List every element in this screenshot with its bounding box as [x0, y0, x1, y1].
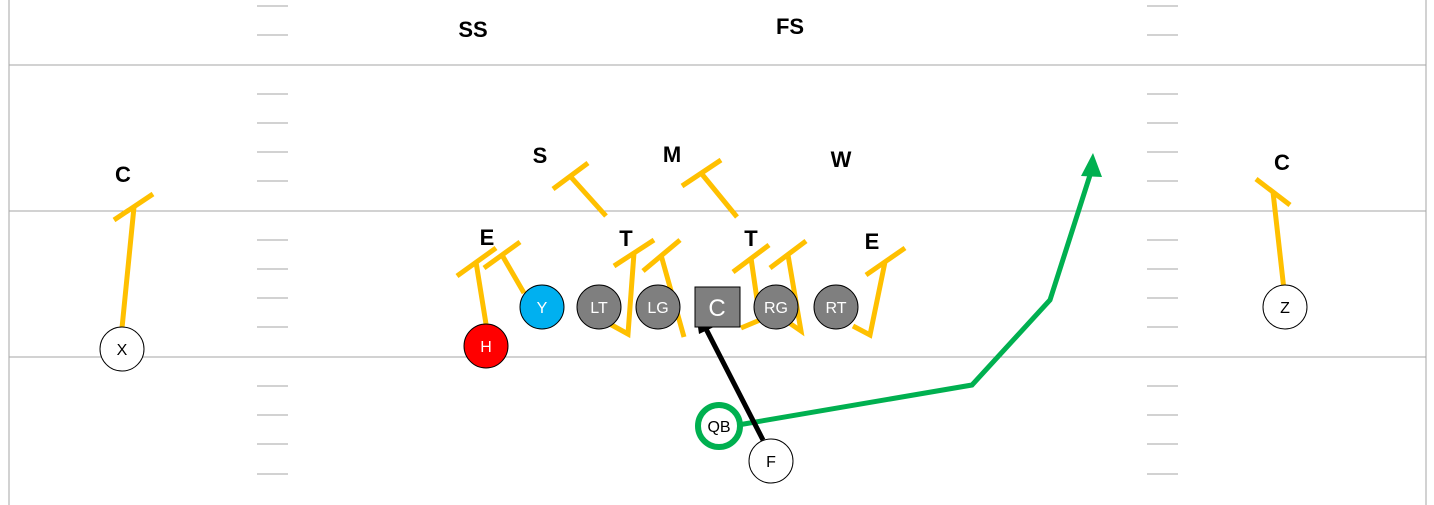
- player-left-tackle: LT: [576, 284, 622, 330]
- player-x-label: X: [117, 342, 128, 359]
- player-y: Y: [519, 284, 565, 330]
- player-center: C: [694, 286, 741, 328]
- player-h-label: H: [480, 339, 492, 356]
- hash-marks-left: [257, 5, 288, 475]
- player-right-tackle-label: RT: [825, 300, 846, 317]
- player-z-label: Z: [1280, 300, 1290, 317]
- player-left-tackle-label: LT: [590, 300, 608, 317]
- player-quarterback: QB: [695, 402, 743, 450]
- player-left-guard: LG: [635, 284, 681, 330]
- player-fullback: F: [748, 438, 794, 484]
- defense-labels: SS FS S M W E T T E C C: [115, 14, 1290, 254]
- label-corner-right: C: [1274, 150, 1290, 175]
- label-mike-linebacker: M: [663, 142, 681, 167]
- player-quarterback-label: QB: [707, 419, 730, 436]
- fullback-block-line: [701, 323, 766, 442]
- hash-marks-right: [1147, 5, 1178, 475]
- player-right-guard-label: RG: [764, 300, 788, 317]
- label-will-linebacker: W: [831, 147, 852, 172]
- qb-route: [737, 171, 1094, 428]
- player-left-guard-label: LG: [647, 300, 668, 317]
- player-h: H: [463, 323, 509, 369]
- end-right-rush: [851, 245, 907, 339]
- label-end-right: E: [865, 229, 880, 254]
- label-tackle-left: T: [619, 226, 633, 251]
- player-x: X: [99, 326, 145, 372]
- label-tackle-right: T: [744, 226, 758, 251]
- label-sam-linebacker: S: [533, 143, 548, 168]
- label-strong-safety: SS: [458, 17, 487, 42]
- field-lines: [8, 0, 1427, 505]
- end-left-rush: [455, 239, 527, 325]
- player-right-tackle: RT: [813, 284, 859, 330]
- player-y-label: Y: [537, 300, 548, 317]
- corner-left-route: [112, 191, 155, 329]
- sam-linebacker-drop: [551, 160, 608, 218]
- label-end-left: E: [480, 225, 495, 250]
- qb-route-arrowhead: [1081, 153, 1102, 177]
- corner-right-route: [1254, 177, 1292, 291]
- label-corner-left: C: [115, 162, 131, 187]
- player-fullback-label: F: [766, 454, 776, 471]
- tackle-left-rush: [606, 237, 687, 339]
- player-z: Z: [1262, 284, 1308, 330]
- label-free-safety: FS: [776, 14, 804, 39]
- player-center-label: C: [708, 295, 725, 322]
- player-right-guard: RG: [753, 284, 799, 330]
- mike-linebacker-drop: [680, 157, 739, 219]
